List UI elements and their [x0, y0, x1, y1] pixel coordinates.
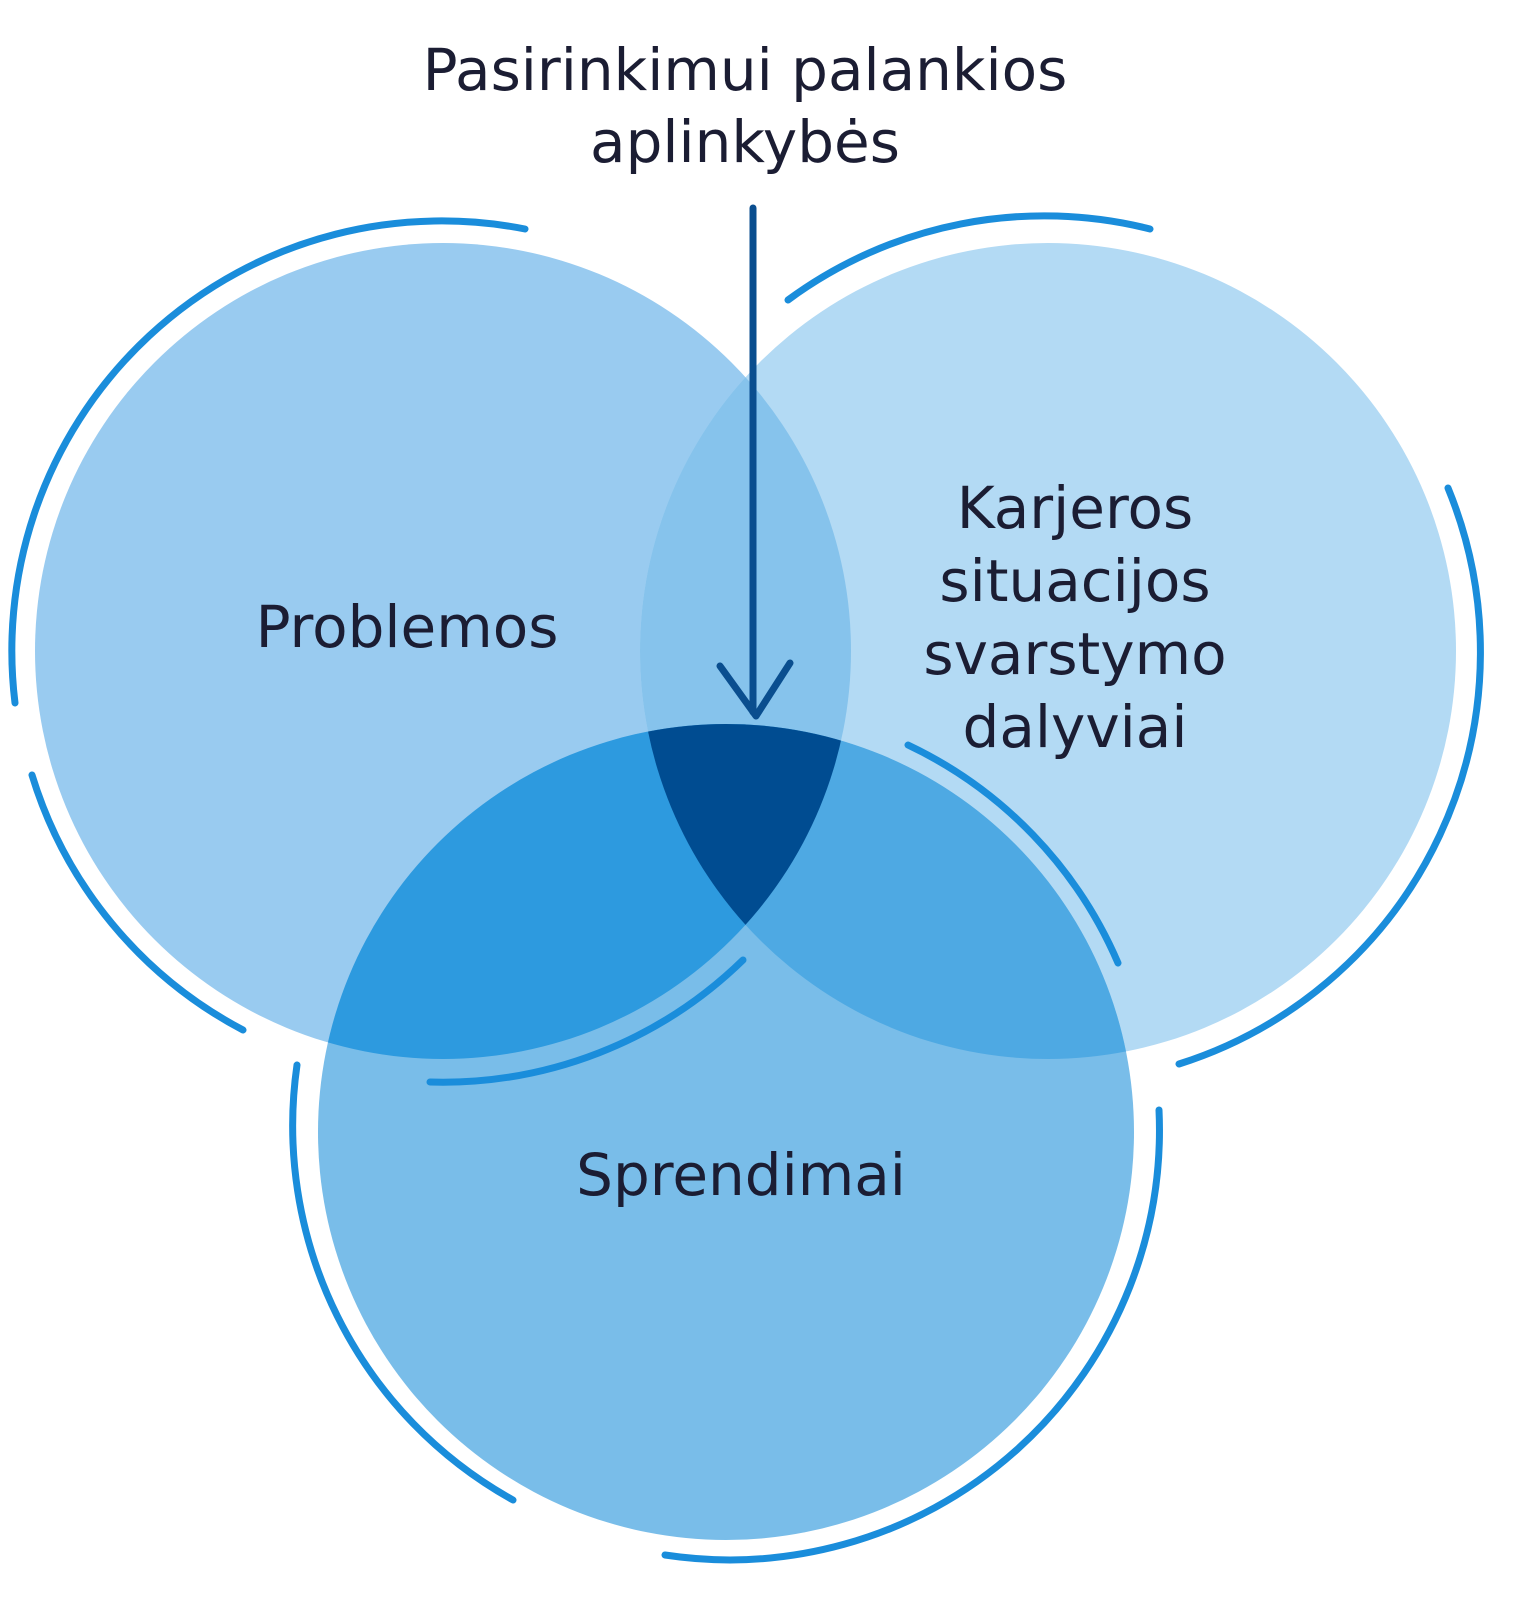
arc-left-top [8, 217, 529, 707]
arc-right-top [784, 212, 1154, 304]
arc-left-bottom [28, 771, 247, 1034]
title-line-2: aplinkybės [590, 108, 900, 176]
title-line-1: Pasirinkimui palankios [423, 36, 1068, 104]
label-dalyviai-2: situacijos [939, 547, 1210, 615]
label-problemos: Problemos [256, 593, 559, 661]
label-sprendimai: Sprendimai [576, 1141, 906, 1209]
decorative-arcs [8, 212, 1484, 1564]
label-dalyviai-1: Karjeros [957, 474, 1193, 542]
arc-right-side [1175, 484, 1484, 1068]
arc-right-inner [904, 741, 1122, 967]
label-dalyviai-3: svarstymo [923, 620, 1226, 688]
label-dalyviai-4: dalyviai [963, 693, 1188, 761]
arc-bottom-right [661, 1106, 1163, 1564]
overlap-right-bottom [640, 724, 1134, 1059]
arc-left-inner [426, 956, 747, 1086]
arrow-icon [716, 204, 794, 720]
arc-bottom-left [289, 1061, 517, 1504]
overlap-left-bottom [318, 724, 851, 1059]
